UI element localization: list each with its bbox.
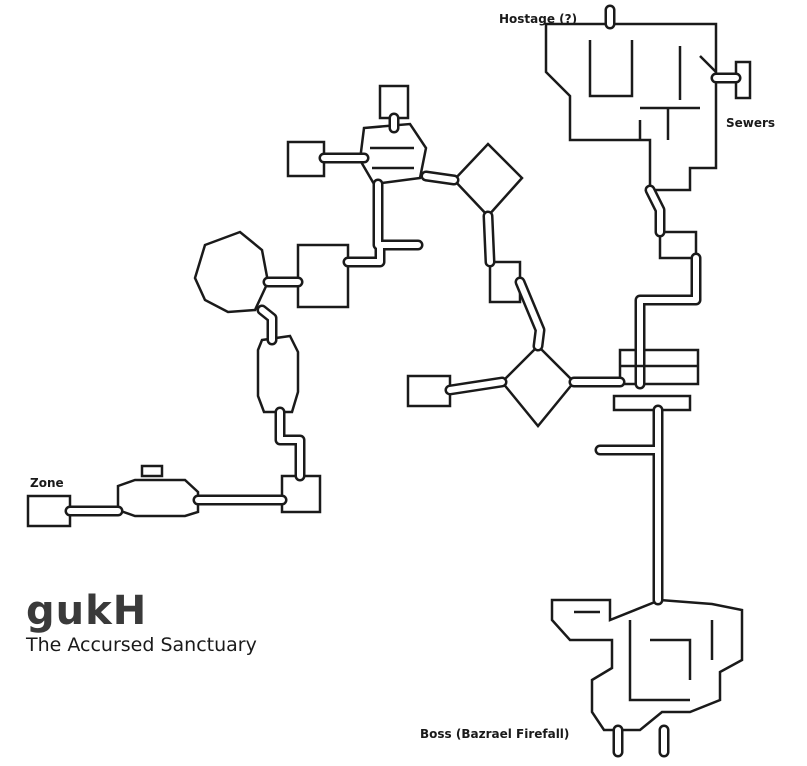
round-west-room (193, 230, 270, 314)
interior-walls (370, 40, 717, 702)
west-hall-alcove (140, 464, 164, 478)
boss-complex (550, 598, 744, 732)
hostage-label: Hostage (?) (499, 12, 578, 26)
corridor-inner-lines (67, 7, 739, 755)
east-upper-room (658, 230, 698, 260)
west-side-room (406, 374, 452, 408)
south-diamond-room (500, 344, 576, 428)
sewers-label: Sewers (726, 116, 776, 130)
boss-label: Boss (Bazrael Firefall) (420, 727, 570, 741)
east-lower-room (612, 394, 692, 412)
zone-code-title: gukH (26, 588, 148, 634)
zone-entrance-room (26, 494, 72, 528)
zone-name-subtitle: The Accursed Sanctuary (26, 634, 257, 656)
zone-exit-label: Zone (30, 476, 64, 490)
southwest-chamber (256, 334, 300, 414)
north-diamond-room (452, 142, 524, 218)
west-hall-room (116, 478, 200, 518)
center-west-room (296, 243, 350, 309)
